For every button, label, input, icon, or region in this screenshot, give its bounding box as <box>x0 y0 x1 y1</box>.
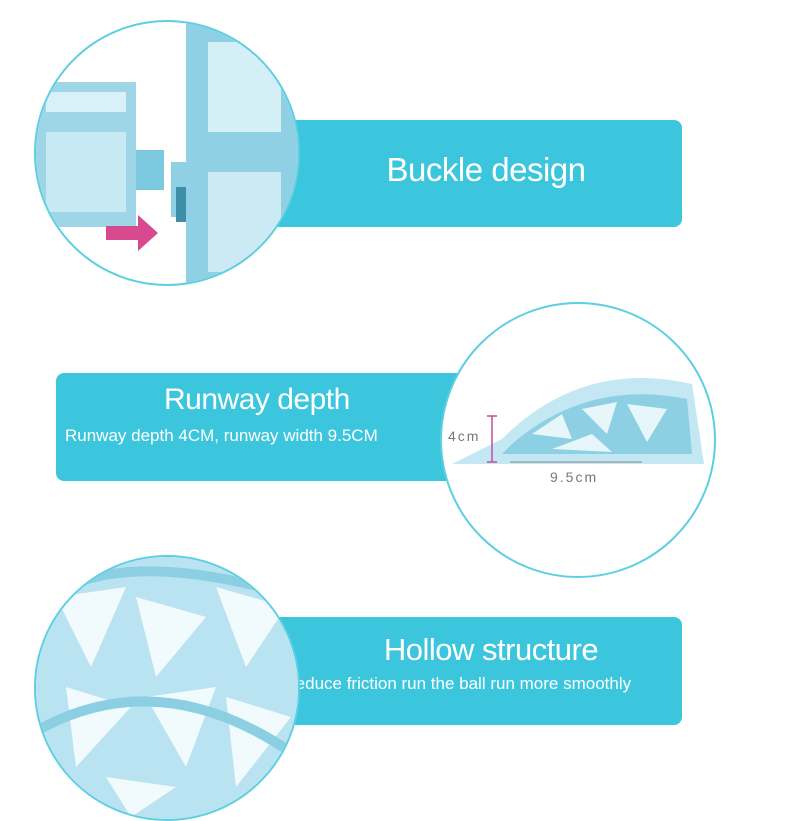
runway-subtitle: Runway depth 4CM, runway width 9.5CM <box>65 426 378 445</box>
buckle-photo <box>34 20 300 286</box>
buckle-title: Buckle design <box>386 151 586 188</box>
runway-banner: Runway depth Runway depth 4CM, runway wi… <box>56 373 486 481</box>
hollow-banner: Hollow structure reduce friction run the… <box>270 617 682 725</box>
depth-label: 4cm <box>448 428 481 444</box>
runway-title: Runway depth <box>164 383 350 416</box>
buckle-banner: Buckle design <box>270 120 682 227</box>
runway-photo: 4cm 9.5cm <box>440 302 716 578</box>
pink-arrow-icon <box>106 215 158 251</box>
runway-illustration <box>452 378 704 464</box>
hollow-illustration <box>36 557 298 819</box>
buckle-illustration <box>36 22 298 284</box>
width-label: 9.5cm <box>550 469 599 485</box>
hollow-subtitle: reduce friction run the ball run more sm… <box>290 674 632 693</box>
hollow-title: Hollow structure <box>383 632 599 667</box>
hollow-photo <box>34 555 300 821</box>
